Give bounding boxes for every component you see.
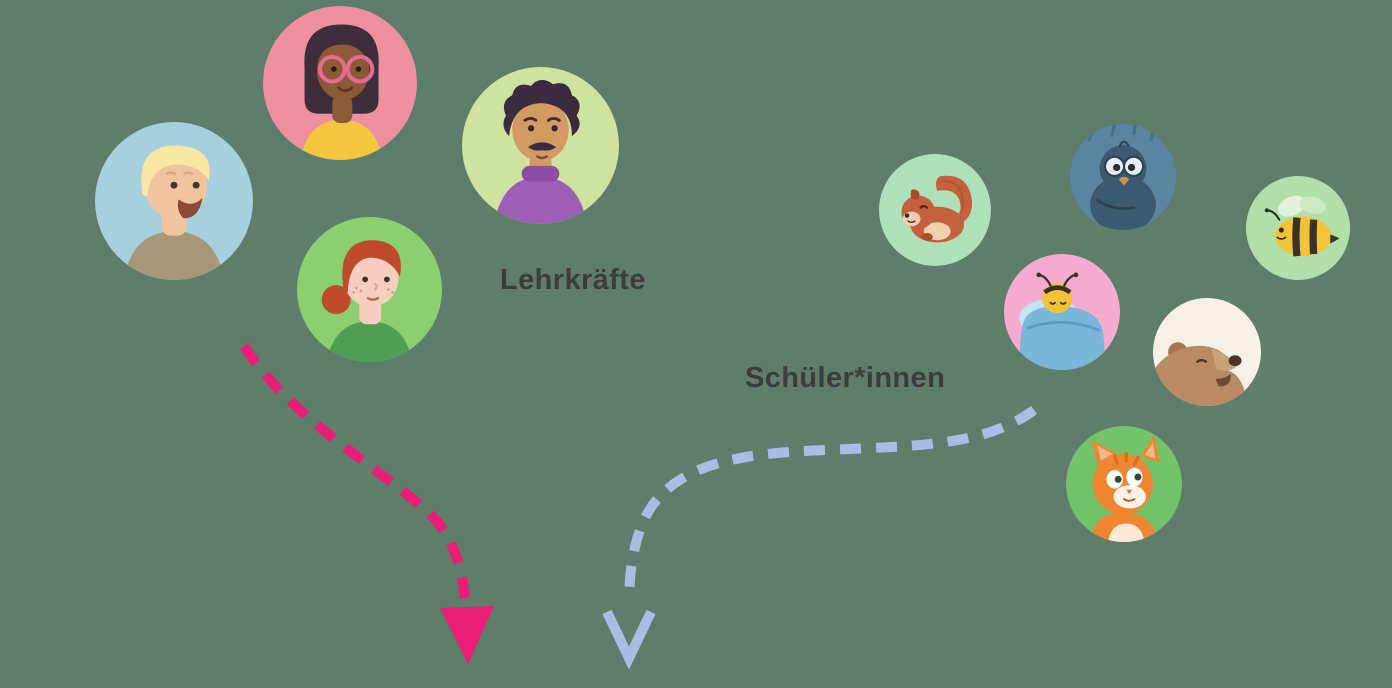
students-flow-arrowhead bbox=[602, 609, 656, 670]
avatar-student-bird bbox=[1070, 124, 1176, 230]
bee-icon bbox=[1246, 176, 1350, 280]
students-flow-arrow bbox=[624, 405, 1038, 599]
avatar-student-cat bbox=[1066, 426, 1182, 542]
teachers-flow-arrow bbox=[239, 343, 470, 599]
avatar-student-squirrel bbox=[879, 154, 991, 266]
squirrel-icon bbox=[879, 154, 991, 266]
avatar-teacher-redhead bbox=[297, 217, 442, 362]
teachers-label: Lehrkräfte bbox=[500, 264, 646, 296]
teachers-flow-arrowhead bbox=[440, 606, 494, 664]
cat-icon bbox=[1066, 426, 1182, 542]
avatar-student-bee bbox=[1246, 176, 1350, 280]
bird-icon bbox=[1070, 124, 1176, 230]
students-label: Schüler*innen bbox=[745, 362, 946, 394]
man-curly-mustache-icon bbox=[462, 67, 619, 224]
avatar-student-bear bbox=[1153, 298, 1261, 406]
bear-icon bbox=[1153, 298, 1261, 406]
avatar-teacher-mustache bbox=[462, 67, 619, 224]
avatar-student-sleeping-bee bbox=[1004, 254, 1120, 370]
sleeping-bee-icon bbox=[1004, 254, 1120, 370]
woman-pink-glasses-icon bbox=[263, 6, 417, 160]
avatar-teacher-blonde bbox=[95, 122, 253, 280]
blonde-person-icon bbox=[95, 122, 253, 280]
avatar-teacher-glasses bbox=[263, 6, 417, 160]
woman-red-hair-icon bbox=[297, 217, 442, 362]
